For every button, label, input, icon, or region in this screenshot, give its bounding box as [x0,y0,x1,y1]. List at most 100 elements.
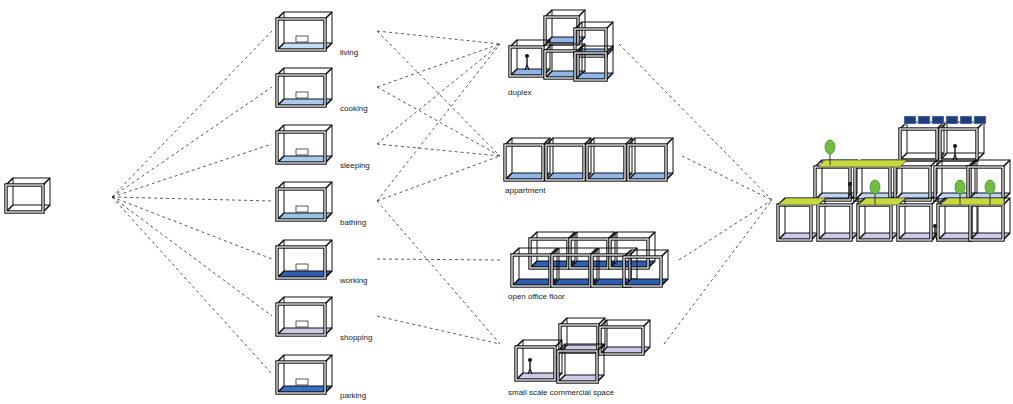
drawing-part [6,185,43,212]
drawing-part [296,379,308,385]
leader-line [112,197,272,259]
drawing-part [934,228,935,235]
drawing-part [858,205,891,240]
module-drawing [778,116,1010,240]
drawing-part [277,19,325,50]
leader-line [682,156,772,200]
drawing-part [530,369,532,374]
dashed-connector [377,316,500,344]
drawing-part [940,129,977,160]
drawing-part [778,205,811,240]
module-label: working [340,276,368,286]
drawing-part [552,10,585,37]
module-drawing [277,12,332,50]
drawing-part [895,167,930,200]
drawing-part [818,160,907,167]
drawing-part [870,180,880,194]
drawing-part [296,321,308,327]
leader-line [112,87,272,197]
drawing-part [526,58,527,65]
dashed-connector [377,44,500,144]
drawing-part [954,148,955,155]
leader-line [112,197,272,374]
drawing-part [855,167,890,200]
drawing-part [935,167,970,200]
drawing-part [850,193,852,198]
function-module: cooking [272,64,377,116]
drawing-part [940,129,977,160]
drawing-part [970,205,1003,240]
drawing-part [858,198,906,205]
drawing-part [624,257,661,286]
drawing-part [525,54,529,58]
module-drawing [6,178,50,212]
drawing-part [905,198,938,233]
leader-line [112,31,272,197]
drawing-part [296,264,308,270]
drawing-part [953,144,957,148]
module-label: appartment [505,186,545,196]
leader-line [619,44,772,200]
leader-lines [112,31,772,374]
drawing-part [935,167,970,200]
module-label: duplex [508,88,532,98]
module-combination: open office floor [500,228,675,304]
drawing-part [558,351,597,382]
drawing-part [970,205,1003,240]
drawing-part [815,167,850,200]
function-module: shopping [272,293,377,345]
drawing-part [546,145,584,180]
drawing-part [985,180,995,194]
drawing-part [778,198,826,205]
module-drawing [277,240,332,278]
drawing-part [277,362,325,393]
drawing-part [6,185,43,212]
module-drawing [510,10,613,80]
drawing-part [933,224,937,228]
function-module: bathing [272,178,377,230]
drawing-part [946,116,958,124]
drawing-part [277,75,325,106]
dashed-connector [377,259,500,260]
drawing-part [587,145,625,180]
module-label: parking [340,391,366,401]
drawing-part [512,255,550,286]
module-drawing [277,355,332,393]
drawing-part [505,145,543,180]
drawing-part [975,160,1010,193]
drawing-part [582,22,613,49]
dashed-connector [377,156,500,201]
drawing-part [942,160,977,193]
drawing-part [974,116,986,124]
module-drawing [277,297,332,335]
drawing-part [628,145,666,180]
module-drawing [277,125,332,163]
dashed-connector [377,87,500,156]
drawing-part [277,247,325,278]
module-label: shopping [340,333,372,343]
dashed-connector [377,31,500,156]
drawing-part [560,325,598,352]
drawing-part [575,53,606,80]
drawing-part [516,347,555,380]
module-label: cooking [340,104,368,114]
module-drawing [277,182,332,220]
module-drawing [505,138,673,180]
drawing-part [296,92,308,98]
dashed-connector [377,44,500,201]
dashed-connector [377,44,500,87]
drawing-part [277,362,325,393]
drawing-part [825,198,858,233]
drawing-part [968,167,1003,200]
module-label: small scale commercial space [508,388,614,398]
drawing-part [545,51,578,78]
leader-line [679,200,772,260]
dashed-connector [377,144,500,156]
leader-line [112,197,272,316]
drawing-part [900,129,937,160]
drawing-part [932,116,944,124]
leader-line [112,144,272,197]
drawing-part [600,327,643,354]
